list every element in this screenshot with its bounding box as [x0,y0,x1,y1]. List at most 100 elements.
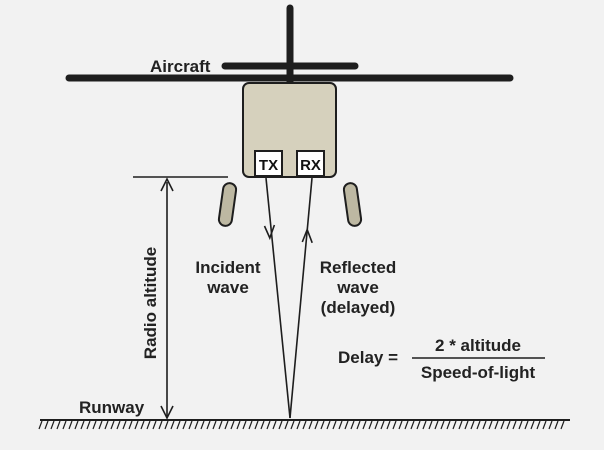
ground-hatch-mark [56,420,61,430]
ground-hatch-mark [170,420,175,430]
altitude-arrow-head-up [160,177,174,192]
ground-hatch-mark [140,420,145,430]
ground-hatch-mark [296,420,301,430]
ground-hatch-mark [494,420,499,430]
reflected-wave-line [289,177,313,419]
ground-hatching [38,420,565,430]
ground-hatch-mark [512,420,517,430]
ground-hatch-mark [44,420,49,430]
ground-hatch-mark [212,420,217,430]
ground-hatch-mark [110,420,115,430]
ground-hatch-mark [308,420,313,430]
ground-hatch-mark [80,420,85,430]
formula-lhs: Delay = [338,348,398,367]
ground-hatch-mark [470,420,475,430]
ground-hatch-mark [290,420,295,430]
incident-wave-line [265,177,291,419]
ground-hatch-mark [440,420,445,430]
aircraft-group: TX RX Aircraft [65,4,514,227]
ground-hatch-mark [524,420,529,430]
ground-hatch-mark [446,420,451,430]
ground-hatch-mark [218,420,223,430]
formula-numerator: 2 * altitude [435,336,521,355]
ground-hatch-mark [146,420,151,430]
ground-hatch-mark [338,420,343,430]
runway-ground: Runway [38,398,570,430]
ground-hatch-mark [554,420,559,430]
ground-hatch-mark [320,420,325,430]
reflected-wave-label-line3: (delayed) [321,298,396,317]
ground-hatch-mark [200,420,205,430]
ground-hatch-mark [272,420,277,430]
ground-hatch-mark [122,420,127,430]
ground-hatch-mark [410,420,415,430]
ground-hatch-mark [392,420,397,430]
ground-hatch-mark [50,420,55,430]
ground-hatch-mark [506,420,511,430]
ground-hatch-mark [284,420,289,430]
ground-hatch-mark [422,420,427,430]
ground-hatch-mark [404,420,409,430]
ground-hatch-mark [434,420,439,430]
ground-hatch-mark [314,420,319,430]
ground-hatch-mark [374,420,379,430]
ground-hatch-mark [350,420,355,430]
ground-hatch-mark [254,420,259,430]
ground-hatch-mark [266,420,271,430]
ground-hatch-mark [86,420,91,430]
reflected-wave-label-line2: wave [336,278,379,297]
incident-wave-label-line2: wave [206,278,249,297]
ground-hatch-mark [194,420,199,430]
ground-hatch-mark [380,420,385,430]
ground-hatch-mark [236,420,241,430]
delay-formula: Delay = 2 * altitude Speed-of-light [338,336,545,382]
ground-hatch-mark [560,420,565,430]
ground-hatch-mark [368,420,373,430]
ground-hatch-mark [278,420,283,430]
tx-box [254,150,283,177]
ground-hatch-mark [164,420,169,430]
rx-label: RX [300,157,321,174]
ground-hatch-mark [302,420,307,430]
radio-altitude-label: Radio altitude [141,247,160,359]
tx-label: TX [259,157,278,174]
ground-hatch-mark [452,420,457,430]
ground-hatch-mark [92,420,97,430]
ground-hatch-mark [542,420,547,430]
ground-hatch-mark [488,420,493,430]
ground-hatch-mark [158,420,163,430]
ground-hatch-mark [62,420,67,430]
ground-hatch-mark [188,420,193,430]
ground-hatch-mark [182,420,187,430]
ground-hatch-mark [68,420,73,430]
ground-hatch-mark [242,420,247,430]
formula-denominator: Speed-of-light [421,363,536,382]
ground-hatch-mark [332,420,337,430]
ground-hatch-mark [224,420,229,430]
ground-hatch-mark [134,420,139,430]
left-wheel [217,182,238,227]
ground-hatch-mark [530,420,535,430]
ground-hatch-mark [386,420,391,430]
runway-label: Runway [79,398,145,417]
incident-wave-arrow [263,224,276,241]
ground-hatch-mark [116,420,121,430]
ground-hatch-mark [38,420,43,430]
rx-box [296,150,325,177]
ground-hatch-mark [518,420,523,430]
reflected-wave-label-line1: Reflected [320,258,397,277]
ground-hatch-mark [248,420,253,430]
ground-hatch-mark [482,420,487,430]
wave-paths: Incident wave Reflected wave (delayed) [195,177,397,419]
ground-hatch-mark [152,420,157,430]
altitude-arrow-head-down [160,405,174,420]
ground-hatch-mark [260,420,265,430]
aircraft-label: Aircraft [150,57,211,76]
ground-hatch-mark [356,420,361,430]
ground-hatch-mark [398,420,403,430]
incident-wave-label-line1: Incident [195,258,261,277]
ground-hatch-mark [428,420,433,430]
ground-hatch-mark [104,420,109,430]
ground-hatch-mark [74,420,79,430]
